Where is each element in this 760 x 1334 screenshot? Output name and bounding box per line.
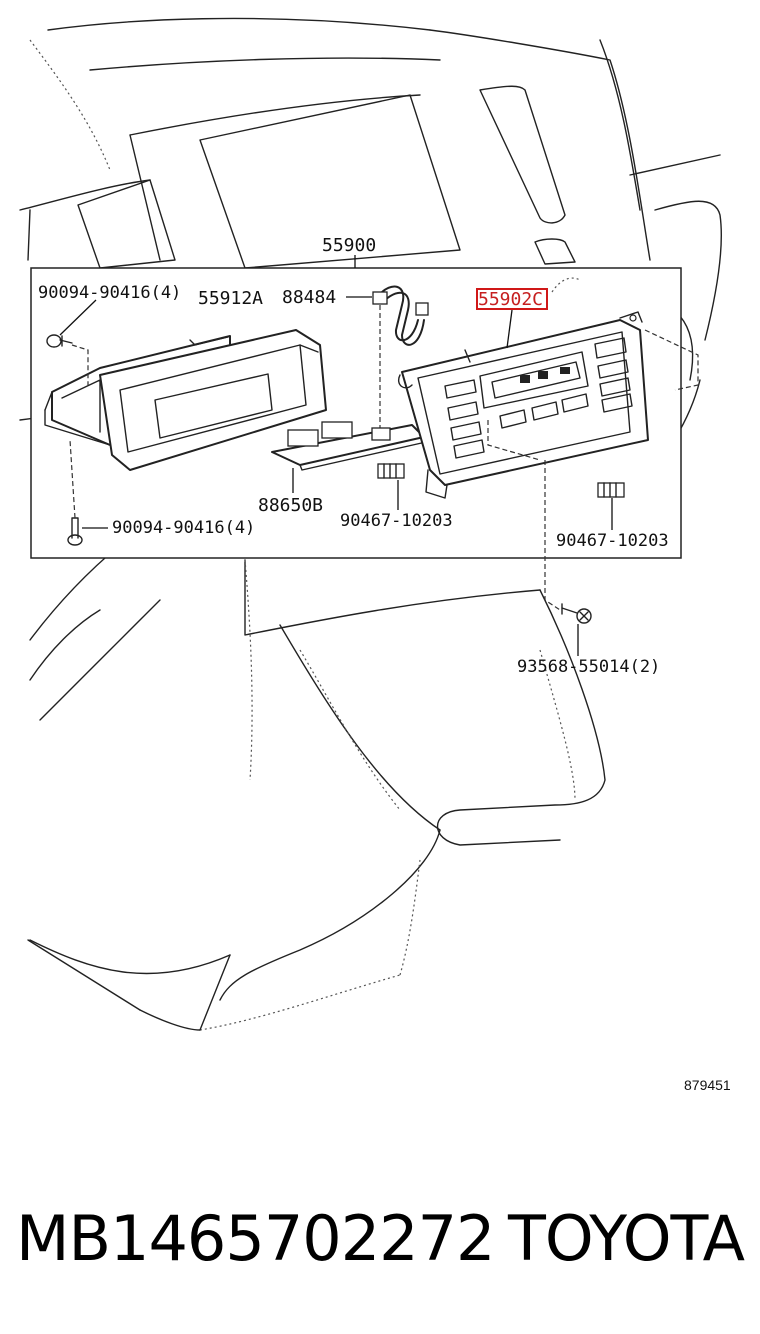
callout-circuit-board: 88650B bbox=[258, 495, 323, 516]
callout-connector-top: 88484 bbox=[282, 287, 336, 308]
screw-icon bbox=[561, 603, 592, 624]
callout-assembly: 55900 bbox=[322, 235, 376, 256]
part-number: MB1465702272 bbox=[16, 1201, 495, 1275]
callout-part-highlighted: 55902C bbox=[478, 289, 543, 310]
clip-icon bbox=[377, 463, 405, 479]
callout-screw-lower: 93568-55014(2) bbox=[517, 657, 660, 677]
callout-screw-top-left: 90094-90416(4) bbox=[38, 283, 181, 303]
highlight-box bbox=[476, 288, 548, 310]
callout-panel-left: 55912A bbox=[198, 288, 263, 309]
clip-icon bbox=[597, 482, 625, 498]
climate-control-panel bbox=[398, 311, 649, 499]
callout-clip-right: 90467-10203 bbox=[556, 531, 669, 551]
callout-clip-center: 90467-10203 bbox=[340, 511, 453, 531]
ribbon-connector bbox=[372, 285, 429, 346]
brand-name: TOYOTA bbox=[507, 1201, 745, 1275]
dashboard-outline bbox=[19, 17, 723, 1031]
reference-code: 879451 bbox=[684, 1077, 731, 1093]
callout-screw-bottom-left: 90094-90416(4) bbox=[112, 518, 255, 538]
screw-icon bbox=[46, 334, 73, 348]
display-housing bbox=[44, 329, 327, 471]
caption: MB1465702272 TOYOTA bbox=[0, 1198, 760, 1278]
